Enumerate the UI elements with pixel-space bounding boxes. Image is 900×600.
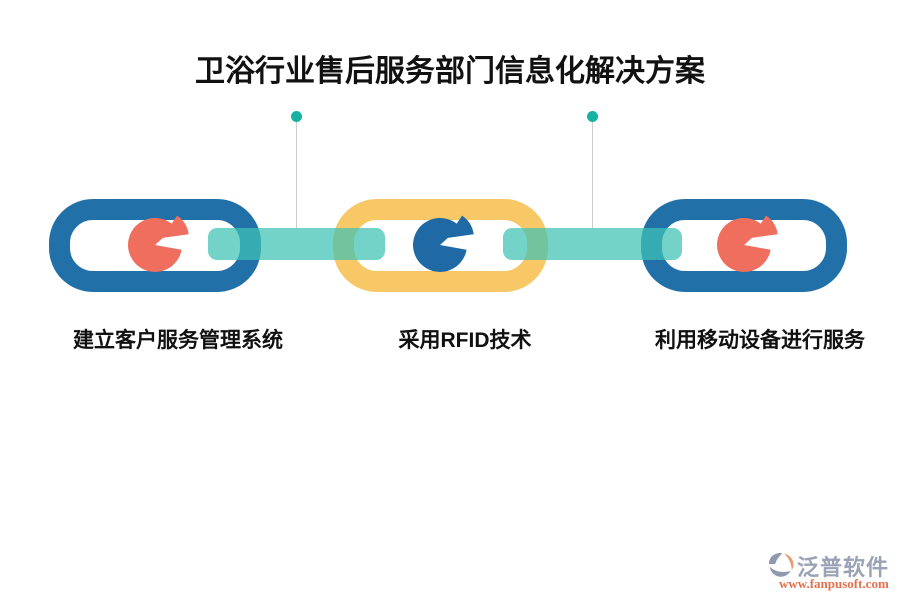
pie-chart-icon bbox=[128, 215, 189, 272]
logo-gray-swoosh bbox=[769, 566, 791, 577]
pie-chart-icon bbox=[717, 215, 778, 272]
pie-exploded-slice bbox=[447, 215, 474, 238]
connector-dot-left bbox=[291, 111, 302, 122]
chain-connector-right bbox=[503, 228, 682, 260]
pointer-line-left bbox=[296, 122, 297, 228]
node-label-crm: 建立客户服务管理系统 bbox=[73, 329, 283, 352]
pointer-line-right bbox=[592, 122, 593, 228]
chain-connector-left bbox=[208, 228, 385, 260]
chain-link-mobile bbox=[641, 199, 847, 292]
brand-url: www.fanpusoft.com bbox=[779, 576, 889, 591]
brand-watermark: 泛普软件 www.fanpusoft.com bbox=[766, 549, 898, 597]
node-label-mobile: 利用移动设备进行服务 bbox=[655, 329, 865, 352]
pie-exploded-slice bbox=[751, 215, 778, 238]
pie-chart-icon bbox=[413, 215, 474, 272]
logo-gray-wedge bbox=[769, 553, 783, 564]
connector-dot-right bbox=[587, 111, 598, 122]
pie-exploded-slice bbox=[162, 215, 189, 238]
page-title: 卫浴行业售后服务部门信息化解决方案 bbox=[195, 55, 705, 88]
brand-name: 泛普软件 bbox=[797, 555, 890, 580]
logo-orange-crescent bbox=[784, 553, 794, 570]
fanpu-logo-icon bbox=[769, 553, 794, 577]
node-label-rfid: 采用RFID技术 bbox=[398, 329, 532, 352]
